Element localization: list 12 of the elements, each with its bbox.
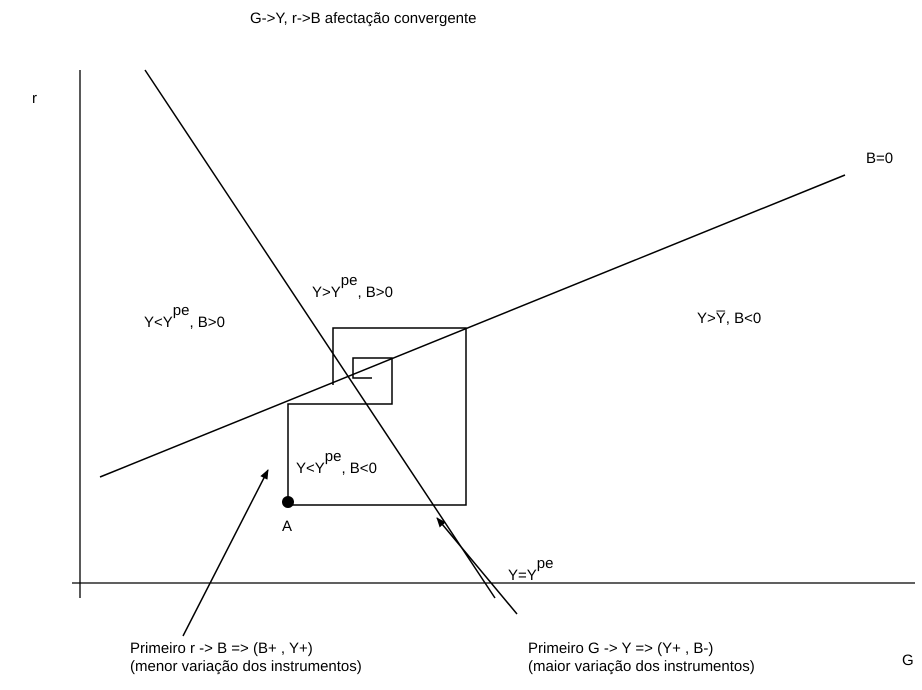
axis-label: r (32, 90, 37, 108)
axis-label: G (902, 652, 914, 670)
annotation-text: (menor variação dos instrumentos) (130, 658, 362, 676)
arrow (182, 469, 269, 636)
arrow (436, 517, 518, 614)
region-label: Y>Y̅, B<0 (697, 310, 762, 328)
curve-label: B=0 (866, 150, 894, 168)
chart-title: G->Y, r->B afectação convergente (250, 10, 477, 28)
point-label: A (282, 518, 292, 536)
annotation-text: Primeiro G -> Y => (Y+ , B-) (528, 640, 714, 658)
annotation-text: Primeiro r -> B => (B+ , Y+) (130, 640, 314, 658)
annotation-text: (maior variação dos instrumentos) (528, 658, 755, 676)
